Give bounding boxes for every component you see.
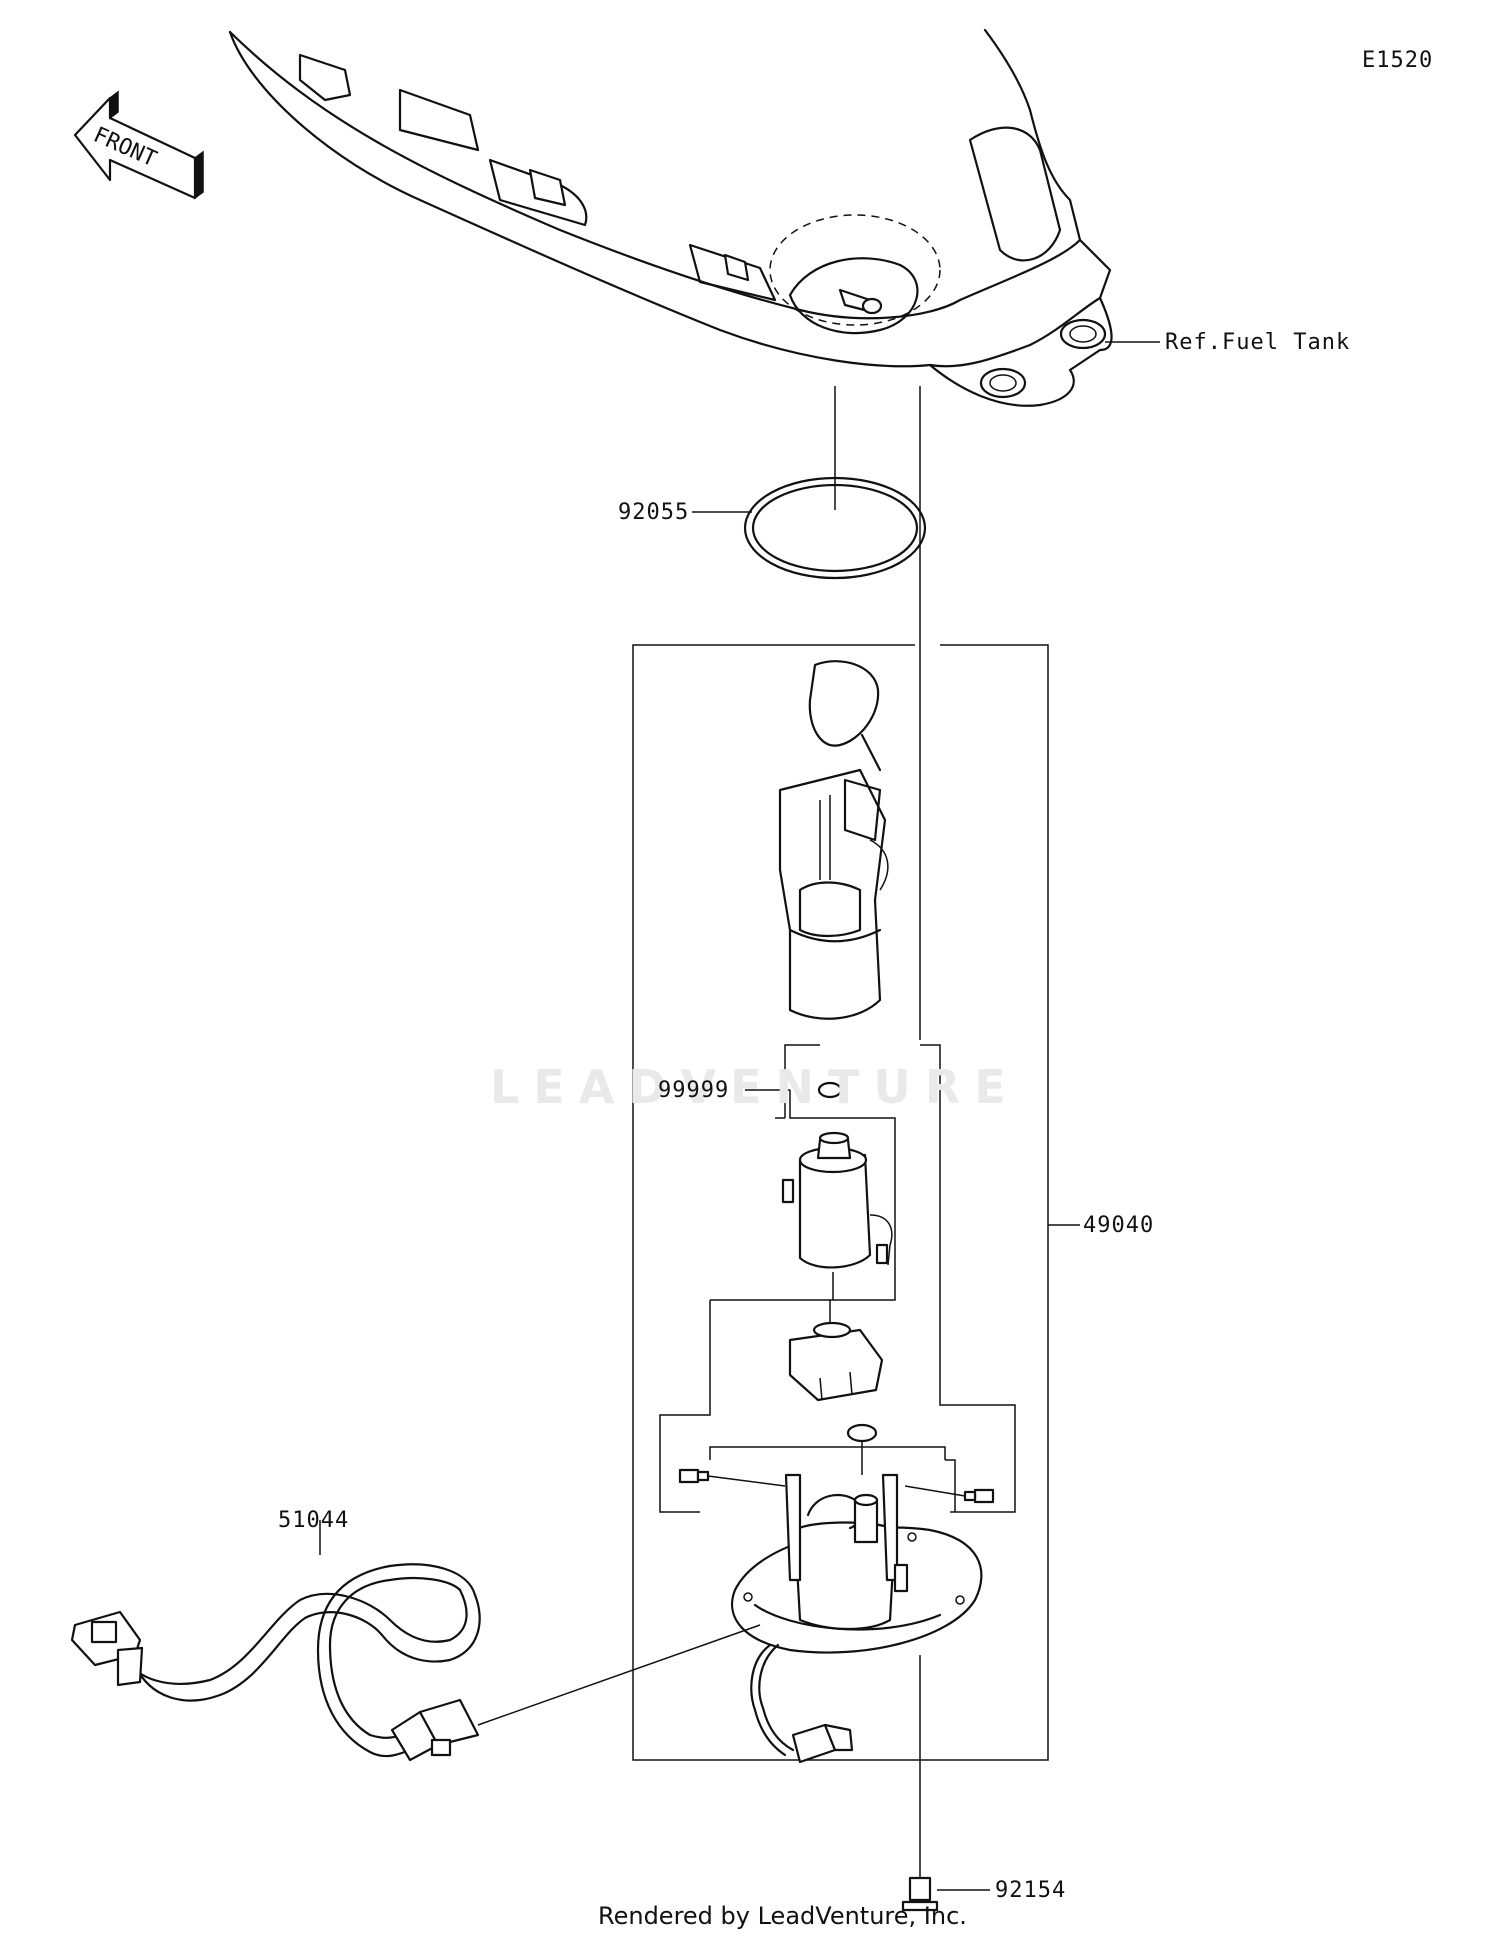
fuel-pump-motor (781, 1131, 893, 1300)
callout-51044[interactable]: 51044 (278, 1508, 350, 1533)
screw-left (678, 1468, 786, 1487)
fuel-sender-housing (778, 660, 889, 1020)
assembly-bracket (632, 644, 1080, 1761)
watermark: LEADVENTURE (490, 1060, 1020, 1114)
pump-seal-ring (817, 1081, 843, 1099)
callout-ref-fuel-tank[interactable]: Ref.Fuel Tank (1165, 330, 1351, 355)
pump-filter-cap (788, 1321, 884, 1402)
pump-base-plate (730, 1473, 983, 1654)
base-o-ring (846, 1423, 878, 1443)
diagram-code: E1520 (1362, 48, 1434, 73)
mounting-bolt (901, 1876, 990, 1912)
callout-99999[interactable]: 99999 (658, 1078, 730, 1103)
footer-credit: Rendered by LeadVenture, Inc. (598, 1902, 967, 1930)
front-arrow-icon: FRONT (73, 90, 204, 200)
sub-harness (750, 1643, 854, 1764)
fuel-tank-reference (228, 28, 1113, 407)
screw-right (904, 1485, 995, 1504)
callout-92154[interactable]: 92154 (995, 1878, 1067, 1903)
callout-49040[interactable]: 49040 (1083, 1213, 1155, 1238)
wire-harness (70, 1563, 481, 1762)
callout-92055[interactable]: 92055 (618, 500, 690, 525)
